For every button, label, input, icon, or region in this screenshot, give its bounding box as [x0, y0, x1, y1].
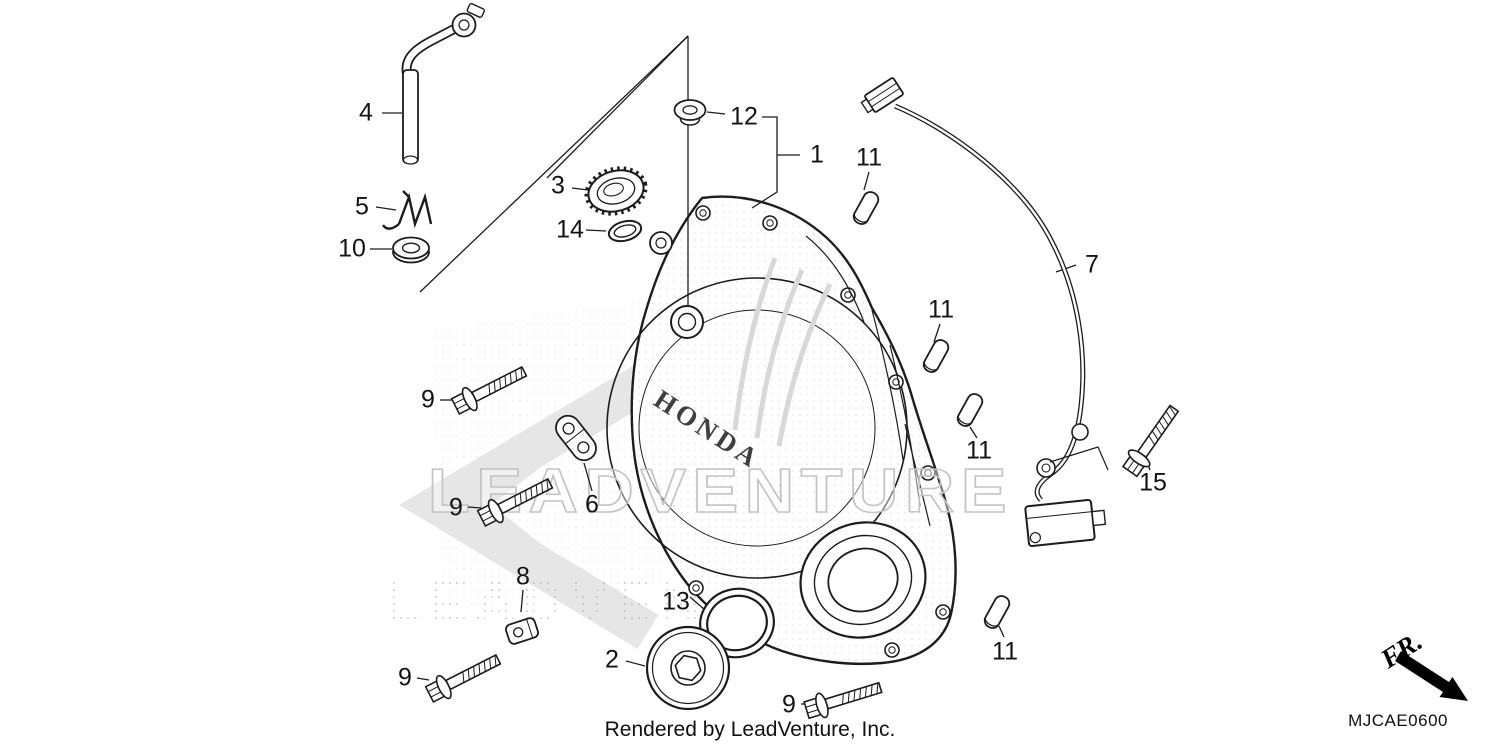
- part-callout-6[interactable]: 6: [585, 490, 599, 519]
- part-callout-11[interactable]: 11: [992, 637, 1018, 666]
- part-1-crankcase-cover[interactable]: HONDA: [606, 195, 957, 666]
- part-callout-4[interactable]: 4: [359, 98, 373, 127]
- part-2-round-cover[interactable]: [645, 625, 731, 711]
- render-credit: Rendered by LeadVenture, Inc.: [604, 718, 896, 741]
- part-callout-9[interactable]: 9: [449, 493, 463, 522]
- cover-bolt-ears: [688, 205, 951, 658]
- part-callout-15[interactable]: 15: [1139, 468, 1167, 497]
- part-callout-9[interactable]: 9: [398, 663, 412, 692]
- part-callout-3[interactable]: 3: [551, 171, 565, 200]
- watermark-text-main: LEADVENTURE: [428, 457, 1013, 526]
- part-3-oil-filler-cap[interactable]: [581, 162, 650, 220]
- part-11-dowel-pin[interactable]: [954, 390, 986, 430]
- part-callout-1[interactable]: 1: [810, 140, 824, 169]
- part-14-o-ring[interactable]: [607, 218, 644, 245]
- part-9-flange-bolt[interactable]: [802, 674, 885, 723]
- honda-wing-mark: [732, 257, 833, 447]
- part-callout-11[interactable]: 11: [928, 295, 954, 324]
- leader-lines: [370, 35, 1151, 705]
- part-7-sensor-cable[interactable]: [859, 77, 1109, 548]
- part-8-clamp[interactable]: [505, 617, 540, 645]
- part-callout-7[interactable]: 7: [1085, 250, 1099, 279]
- part-11-dowel-pin[interactable]: [850, 188, 882, 228]
- front-direction-marker: FR.: [1375, 626, 1468, 701]
- cover-ribs: [805, 235, 931, 527]
- part-callout-13[interactable]: 13: [662, 587, 690, 616]
- part-12-grommet[interactable]: [673, 99, 707, 126]
- part-11-dowel-pin[interactable]: [981, 592, 1013, 632]
- diagram-code: MJCAE0600: [1348, 711, 1448, 730]
- part-5-spring[interactable]: [381, 190, 433, 230]
- part-15-flange-bolt[interactable]: [1118, 400, 1186, 480]
- part-callout-14[interactable]: 14: [556, 215, 584, 244]
- part-callout-2[interactable]: 2: [605, 645, 619, 674]
- part-callout-11[interactable]: 11: [856, 143, 882, 172]
- oil-filler-boss: [649, 231, 704, 339]
- part-callout-11[interactable]: 11: [966, 436, 992, 465]
- part-9-flange-bolt[interactable]: [423, 647, 505, 707]
- part-6-clamp[interactable]: [551, 411, 601, 465]
- part-10-washer[interactable]: [392, 236, 430, 264]
- part-4-release-rod[interactable]: [401, 2, 485, 165]
- part-callout-8[interactable]: 8: [516, 562, 530, 591]
- part-callout-5[interactable]: 5: [355, 192, 369, 221]
- part-callout-12[interactable]: 12: [730, 102, 758, 131]
- part-callout-10[interactable]: 10: [338, 234, 366, 263]
- clutch-boss: [799, 521, 927, 639]
- part-callout-9[interactable]: 9: [421, 385, 435, 414]
- part-11-dowel-pin[interactable]: [920, 336, 952, 376]
- front-direction-arrow-icon: [1395, 651, 1468, 701]
- part-callout-9[interactable]: 9: [782, 690, 796, 719]
